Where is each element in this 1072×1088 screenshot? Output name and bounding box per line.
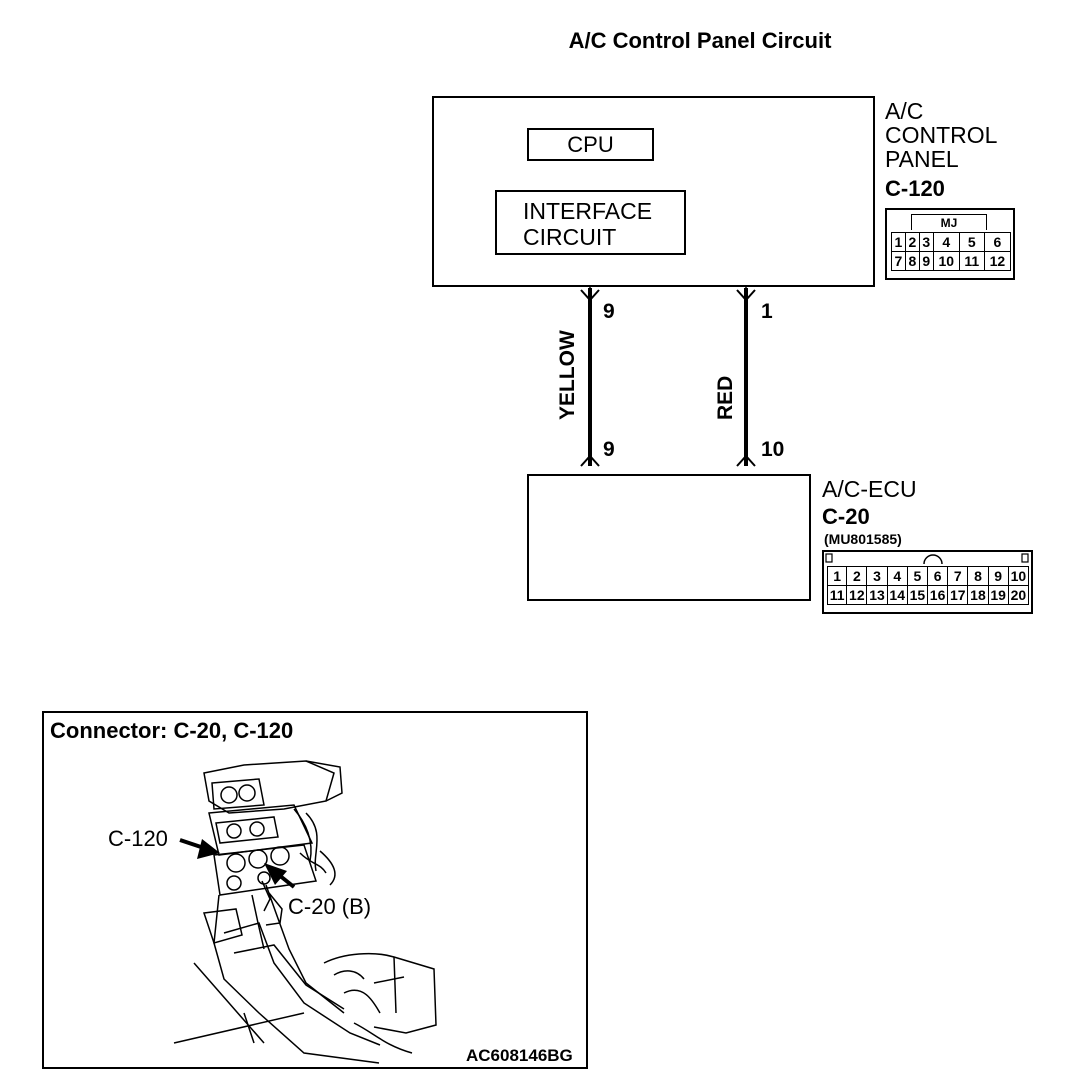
c20-pin: 14 bbox=[886, 585, 908, 605]
c20-pin: 3 bbox=[866, 566, 888, 586]
c120-connector-face: MJ 1 2 3 4 5 6 7 8 9 10 11 12 bbox=[885, 208, 1015, 280]
diagram-title: A/C Control Panel Circuit bbox=[568, 28, 832, 53]
ecu-connector-id: C-20 bbox=[822, 504, 870, 529]
panel-name-line3: PANEL bbox=[885, 146, 959, 172]
c20-pin: 8 bbox=[967, 566, 989, 586]
location-heading: Connector: C-20, C-120 bbox=[50, 718, 294, 743]
red-wire-label: RED bbox=[714, 375, 737, 420]
c20-pin: 12 bbox=[846, 585, 868, 605]
c120-pin: 2 bbox=[904, 232, 920, 252]
c120-pin: 8 bbox=[904, 251, 920, 271]
panel-name-line2: CONTROL bbox=[885, 122, 998, 148]
c20-pin: 2 bbox=[846, 566, 868, 586]
c120-pin: 7 bbox=[891, 251, 906, 271]
c120-callout-arrow bbox=[179, 838, 220, 859]
c120-header-label: MJ bbox=[940, 216, 958, 230]
interface-label-line1: INTERFACE bbox=[523, 198, 653, 224]
ecu-part-number: (MU801585) bbox=[824, 531, 902, 547]
c20-pin: 16 bbox=[926, 585, 949, 605]
c20-pin: 5 bbox=[906, 566, 929, 586]
c120-pin: 4 bbox=[932, 232, 960, 252]
ac-ecu-box bbox=[527, 474, 811, 601]
c20-callout-label: C-20 (B) bbox=[288, 894, 372, 919]
c120-pin-table: 1 2 3 4 5 6 7 8 9 10 11 12 bbox=[891, 232, 1012, 271]
yellow-panel-pin: 9 bbox=[603, 300, 615, 323]
c120-pin: 3 bbox=[918, 232, 934, 252]
cpu-label: CPU bbox=[567, 132, 614, 157]
c20-pin-table: 1 2 3 4 5 6 7 8 9 10 11 12 13 14 15 16 1… bbox=[826, 566, 1030, 605]
c20-pin: 6 bbox=[926, 566, 949, 586]
c120-pin: 6 bbox=[983, 232, 1012, 252]
c120-pin: 5 bbox=[958, 232, 985, 252]
connector-location-frame bbox=[42, 711, 588, 1069]
c120-pin: 11 bbox=[958, 251, 985, 271]
c20-pin: 9 bbox=[987, 566, 1009, 586]
yellow-ecu-pin: 9 bbox=[603, 438, 615, 461]
figure-code: AC608146BG bbox=[466, 1046, 573, 1065]
cpu-block: CPU bbox=[527, 128, 654, 161]
c120-pin: 9 bbox=[918, 251, 934, 271]
interface-label-line2: CIRCUIT bbox=[523, 224, 617, 250]
panel-name-line1: A/C bbox=[885, 98, 924, 124]
c120-callout-label: C-120 bbox=[108, 826, 168, 851]
c20-pin: 11 bbox=[826, 585, 848, 605]
c20-pin: 19 bbox=[987, 585, 1009, 605]
interface-circuit-block: INTERFACE CIRCUIT bbox=[495, 190, 686, 255]
c20-pin: 20 bbox=[1007, 585, 1030, 605]
c20-pin: 1 bbox=[826, 566, 848, 586]
c20-pin: 10 bbox=[1007, 566, 1030, 586]
c120-pin: 10 bbox=[932, 251, 960, 271]
c20-pin: 17 bbox=[947, 585, 969, 605]
panel-connector-id: C-120 bbox=[885, 176, 945, 201]
c120-pin: 12 bbox=[983, 251, 1012, 271]
red-panel-pin: 1 bbox=[761, 300, 773, 323]
c20-latch-icon bbox=[825, 553, 1029, 565]
yellow-wire-label: YELLOW bbox=[556, 330, 579, 420]
red-ecu-pin: 10 bbox=[761, 438, 785, 461]
wire-red bbox=[736, 288, 756, 467]
c120-header-tab: MJ bbox=[911, 214, 987, 230]
c20-pin: 13 bbox=[866, 585, 888, 605]
c20-pin: 18 bbox=[967, 585, 989, 605]
c20-pin: 15 bbox=[906, 585, 929, 605]
c20-connector-face: 1 2 3 4 5 6 7 8 9 10 11 12 13 14 15 16 1… bbox=[822, 550, 1033, 614]
dashboard-console-illustration bbox=[173, 760, 437, 1064]
wire-yellow bbox=[580, 288, 600, 467]
c20-pin: 7 bbox=[947, 566, 969, 586]
c20-callout-arrow bbox=[264, 863, 296, 889]
c20-pin: 4 bbox=[886, 566, 908, 586]
c120-pin: 1 bbox=[891, 232, 906, 252]
ecu-name: A/C-ECU bbox=[822, 476, 917, 502]
